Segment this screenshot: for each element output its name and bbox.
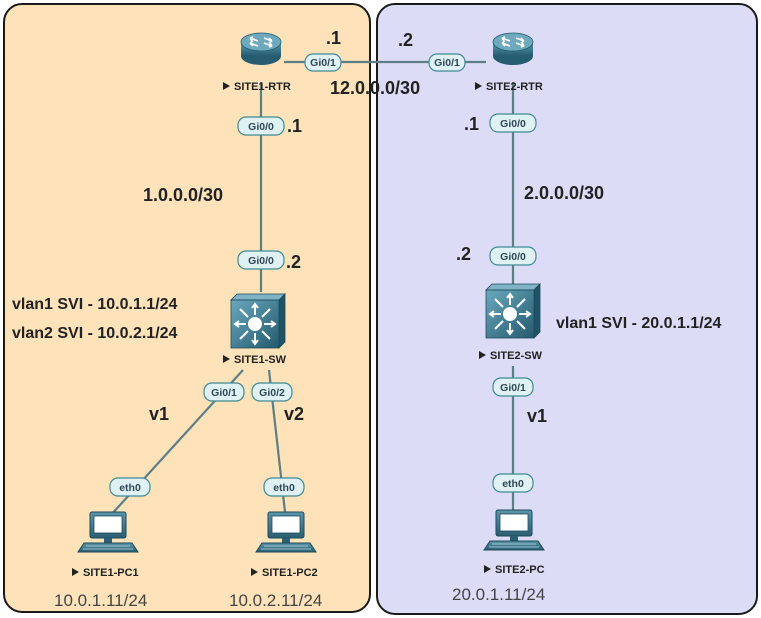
site2-router-label: SITE2-RTR bbox=[475, 81, 543, 93]
port-label: eth0 bbox=[273, 482, 295, 494]
port-label: Gi0/1 bbox=[500, 382, 526, 394]
site2-router-name: SITE2-RTR bbox=[486, 81, 543, 93]
port-site2-rtr-gi0-0[interactable]: Gi0/0 bbox=[489, 113, 537, 133]
site1-pc1-name: SITE1-PC1 bbox=[83, 567, 139, 579]
site1-pc2-vlan-label: v2 bbox=[284, 404, 304, 424]
site1-pc1-label: SITE1-PC1 bbox=[72, 567, 139, 579]
router-icon bbox=[240, 32, 282, 66]
site2-pc-label: SITE2-PC bbox=[484, 564, 545, 576]
site1-pc2-label: SITE1-PC2 bbox=[251, 567, 318, 579]
port-label: Gi0/2 bbox=[259, 387, 285, 399]
site1-svi-vlan2: vlan2 SVI - 10.0.2.1/24 bbox=[12, 325, 178, 342]
site2-transit-network-label: 2.0.0.0/30 bbox=[524, 183, 604, 203]
site2-switch-name: SITE2-SW bbox=[490, 350, 543, 362]
port-label: Gi0/1 bbox=[211, 387, 237, 399]
port-site1-pc2-eth0[interactable]: eth0 bbox=[263, 477, 305, 497]
site1-sw-host: .2 bbox=[286, 252, 301, 272]
switch-icon bbox=[485, 283, 541, 339]
site2-rtr-host: .1 bbox=[464, 114, 479, 134]
port-label: eth0 bbox=[502, 478, 524, 490]
wan-network-label: 12.0.0.0/30 bbox=[330, 78, 420, 98]
port-label: Gi0/0 bbox=[500, 118, 526, 130]
site1-svi-vlan1: vlan1 SVI - 10.0.1.1/24 bbox=[12, 296, 178, 313]
site1-router[interactable] bbox=[240, 32, 282, 66]
port-site1-sw-gi0-2[interactable]: Gi0/2 bbox=[251, 382, 293, 402]
site2-pc-name: SITE2-PC bbox=[495, 564, 545, 576]
site2-switch-label: SITE2-SW bbox=[479, 350, 543, 362]
port-site1-rtr-gi0-0[interactable]: Gi0/0 bbox=[237, 116, 285, 136]
site1-rtr-host: .1 bbox=[287, 116, 302, 136]
site1-pc1-vlan-label: v1 bbox=[149, 404, 169, 424]
site1-transit-network-label: 1.0.0.0/30 bbox=[143, 185, 223, 205]
site1-pc1-ip: 10.0.1.11/24 bbox=[54, 591, 147, 610]
wan-site1-host: .1 bbox=[326, 28, 341, 48]
wan-site2-host: .2 bbox=[398, 30, 413, 50]
port-label: eth0 bbox=[119, 482, 141, 494]
site2-svi-vlan1: vlan1 SVI - 20.0.1.1/24 bbox=[556, 315, 722, 332]
port-label: Gi0/1 bbox=[434, 57, 460, 69]
site1-router-label: SITE1-RTR bbox=[223, 81, 291, 93]
site1-pc2-ip: 10.0.2.11/24 bbox=[229, 591, 322, 610]
port-site1-pc1-eth0[interactable]: eth0 bbox=[109, 477, 151, 497]
port-site2-rtr-gi0-1[interactable]: Gi0/1 bbox=[428, 53, 466, 72]
port-label: Gi0/0 bbox=[500, 251, 526, 263]
port-label: Gi0/0 bbox=[248, 255, 274, 267]
port-site2-sw-gi0-1[interactable]: Gi0/1 bbox=[492, 377, 534, 397]
site1-router-name: SITE1-RTR bbox=[234, 81, 291, 93]
site1-switch-name: SITE1-SW bbox=[234, 354, 287, 366]
port-site1-rtr-gi0-1[interactable]: Gi0/1 bbox=[304, 53, 342, 72]
site2-pc-vlan-label: v1 bbox=[527, 406, 547, 426]
router-icon bbox=[492, 32, 534, 66]
site1-switch-label: SITE1-SW bbox=[223, 354, 287, 366]
switch-icon bbox=[230, 293, 286, 349]
port-site2-sw-gi0-0[interactable]: Gi0/0 bbox=[489, 246, 537, 266]
port-site1-sw-gi0-0[interactable]: Gi0/0 bbox=[237, 250, 285, 270]
site2-sw-host: .2 bbox=[456, 244, 471, 264]
site1-switch[interactable] bbox=[230, 293, 286, 349]
port-site2-pc-eth0[interactable]: eth0 bbox=[492, 473, 534, 493]
site2-router[interactable] bbox=[492, 32, 534, 66]
site1-pc2-name: SITE1-PC2 bbox=[262, 567, 318, 579]
port-label: Gi0/0 bbox=[248, 121, 274, 133]
site2-zone bbox=[376, 3, 758, 615]
site2-pc-ip: 20.0.1.11/24 bbox=[452, 585, 545, 604]
port-site1-sw-gi0-1[interactable]: Gi0/1 bbox=[203, 382, 245, 402]
port-label: Gi0/1 bbox=[310, 57, 336, 69]
site2-switch[interactable] bbox=[485, 283, 541, 339]
